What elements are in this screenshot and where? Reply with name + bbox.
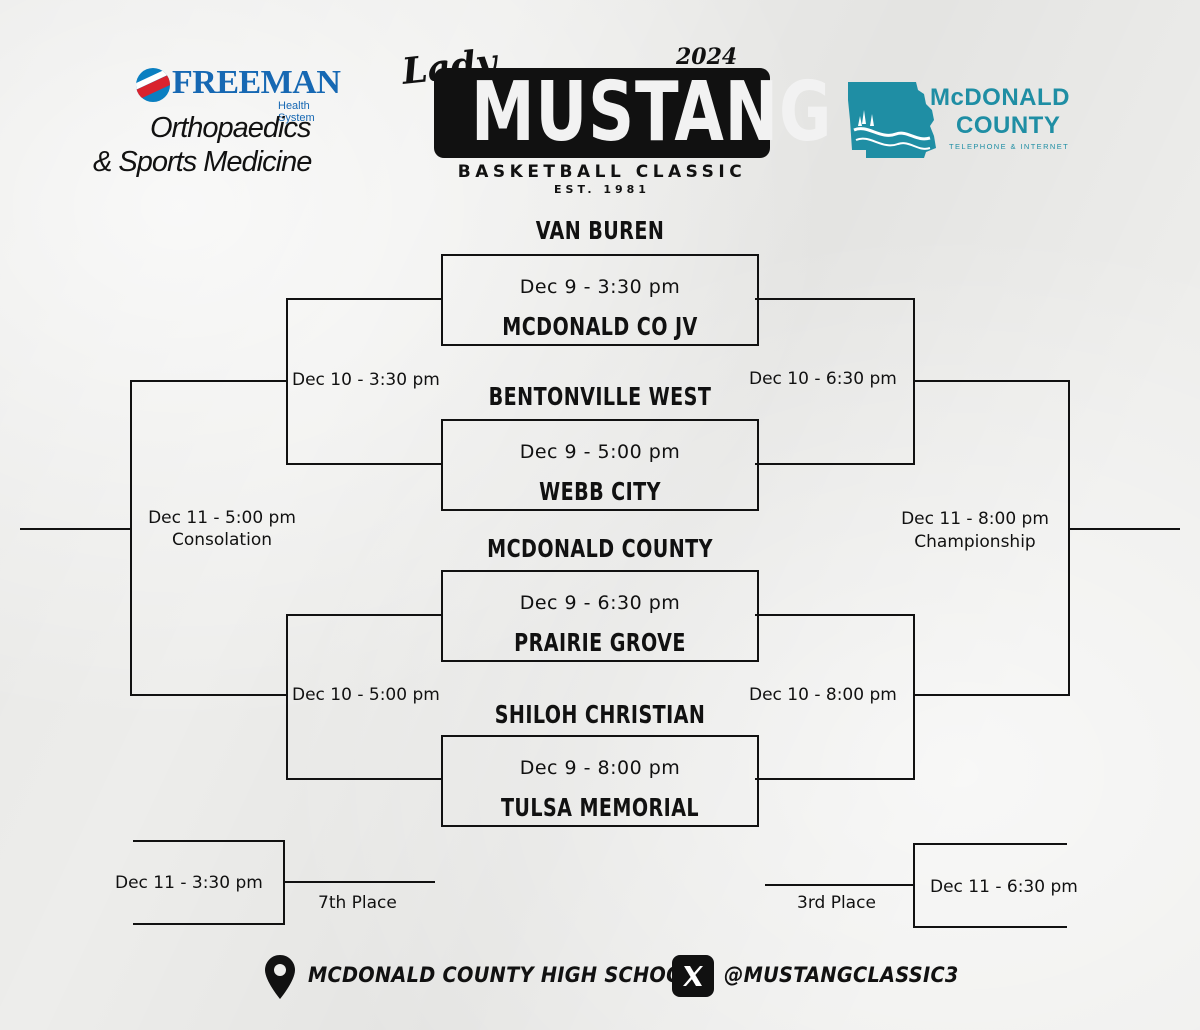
game-time: Dec 9 - 6:30 pm <box>519 592 681 614</box>
footer-location: MCDONALD COUNTY HIGH SCHOOL <box>308 963 696 987</box>
consolation-label: Consolation <box>171 530 272 550</box>
logo-title-box: MUSTANG <box>434 65 833 160</box>
mcdonald-line2: COUNTY <box>956 112 1061 139</box>
tournament-logo: Lady 2024 MUSTANG BASKETBALL CLASSIC EST… <box>400 40 833 200</box>
logo-established: EST. 1981 <box>554 183 650 196</box>
semi-right-bottom-time: Dec 10 - 8:00 pm <box>749 685 897 705</box>
team-webb-city: WEBB CITY <box>539 477 661 506</box>
missouri-map-icon <box>848 82 936 158</box>
consolation-time: Dec 11 - 5:00 pm <box>148 508 296 528</box>
semi-left-top-time: Dec 10 - 3:30 pm <box>292 370 440 390</box>
x-logo-icon[interactable] <box>672 955 714 997</box>
team-tulsa-memorial: TULSA MEMORIAL <box>500 793 700 822</box>
game-time: Dec 9 - 3:30 pm <box>519 276 681 298</box>
logo-subtitle: BASKETBALL CLASSIC <box>457 162 747 182</box>
game-box-2: Dec 9 - 5:00 pm WEBB CITY <box>441 419 759 511</box>
logo-year: 2024 <box>676 44 738 70</box>
third-place-label: 3rd Place <box>797 893 876 913</box>
team-mcdonald-co-jv: MCDONALD CO JV <box>502 312 698 341</box>
team-mcdonald-county: MCDONALD COUNTY <box>487 534 713 563</box>
freeman-line2: & Sports Medicine <box>93 146 312 178</box>
game-box-4: Dec 9 - 8:00 pm TULSA MEMORIAL <box>441 735 759 827</box>
freeman-subname: Health System <box>278 100 315 124</box>
championship-label: Championship <box>914 532 1036 552</box>
game-time: Dec 9 - 5:00 pm <box>519 441 681 463</box>
team-prairie-grove: PRAIRIE GROVE <box>514 628 686 657</box>
logo-title: MUSTANG <box>470 65 833 160</box>
seventh-place-label: 7th Place <box>318 893 397 913</box>
freeman-name: FREEMAN <box>172 64 341 101</box>
mcdonald-sub: TELEPHONE & INTERNET <box>949 142 1070 151</box>
game-box-3: Dec 9 - 6:30 pm PRAIRIE GROVE <box>441 570 759 662</box>
location-pin-icon <box>265 955 295 999</box>
team-van-buren: VAN BUREN <box>535 216 665 245</box>
semi-right-top-time: Dec 10 - 6:30 pm <box>749 369 897 389</box>
seventh-place-time: Dec 11 - 3:30 pm <box>115 873 263 893</box>
freeman-logo: FREEMAN Health System <box>136 64 341 124</box>
semi-left-bottom-time: Dec 10 - 5:00 pm <box>292 685 440 705</box>
game-time: Dec 9 - 8:00 pm <box>519 757 681 779</box>
team-shiloh-christian: SHILOH CHRISTIAN <box>494 700 706 729</box>
third-place-time: Dec 11 - 6:30 pm <box>930 877 1078 897</box>
game-box-1: Dec 9 - 3:30 pm MCDONALD CO JV <box>441 254 759 346</box>
mcdonald-county-logo: McDONALD COUNTY TELEPHONE & INTERNET <box>846 80 1116 160</box>
mcdonald-line1: McDONALD <box>930 84 1070 111</box>
freeman-line1: Orthopaedics <box>150 112 311 144</box>
footer-handle[interactable]: @MUSTANGCLASSIC3 <box>724 963 959 987</box>
team-bentonville-west: BENTONVILLE WEST <box>488 382 712 411</box>
championship-time: Dec 11 - 8:00 pm <box>901 509 1049 529</box>
freeman-swirl-icon <box>136 68 170 102</box>
